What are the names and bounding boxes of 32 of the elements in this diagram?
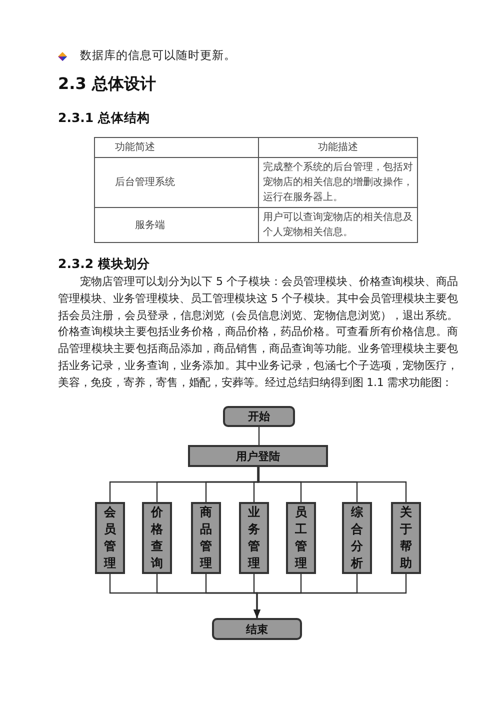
node-label: 关于帮助 (400, 504, 412, 572)
terminal-box (223, 406, 295, 427)
section-heading: 2.3 总体设计 (58, 74, 156, 95)
bullet-text: 数据库的信息可以随时更新。 (80, 48, 236, 63)
node-label: 结束 (246, 622, 268, 636)
table-cell: 后台管理系统 (94, 158, 258, 208)
node-label: 业务管理 (248, 504, 260, 572)
process-box (391, 502, 421, 574)
subsection-heading: 2.3.2 模块划分 (58, 256, 150, 273)
process-box (239, 502, 269, 574)
table-cell: 用户可以查询宠物店的相关信息及个人宠物相关信息。 (258, 208, 418, 242)
body-paragraph: 宠物店管理可以划分为以下 5 个子模块：会员管理模块、价格查询模块、商品管理模块、业务管理模块、员工管理模块这 5 个子模块。其中会员管理模块主要包括会员注册，会员登录，信息浏览（会员信息浏览、宠物信息浏览），退出系统。价格查询模块主要包括业务价格，商品价格，药品价格。可查看所有价格信息。商品管理模块主要包括商品添加，商品销售，商品查询等功能。业务管理模块主要包括业务记录，业务查询，业务添加。其中业务记录，包涵七个子选项，宠物医疗，美容，免疫，寄养，寄售，婚配，安葬等。经过总结归纳得到图 1.1 需求功能图： (58, 274, 458, 391)
process-box (342, 502, 372, 574)
subsection-heading: 2.3.1 总体结构 (58, 110, 150, 127)
table-cell: 服务端 (94, 208, 258, 242)
process-box (188, 445, 328, 467)
connector-arrow (254, 574, 407, 618)
process-box (142, 502, 172, 574)
node-label: 综合分析 (351, 504, 363, 572)
table-cell: 完成整个系统的后台管理，包括对宠物店的相关信息的增删改操作，运行在服务器上。 (258, 158, 418, 208)
node-label: 员工管理 (295, 504, 307, 572)
process-box (95, 502, 125, 574)
node-label: 开始 (248, 409, 270, 424)
node-label: 价格查询 (151, 504, 163, 572)
node-label: 用户登陆 (236, 448, 280, 464)
table-header-cell: 功能简述 (94, 138, 258, 158)
process-box (191, 502, 221, 574)
node-label: 会员管理 (104, 504, 116, 572)
terminal-box (212, 618, 302, 640)
process-box (286, 502, 316, 574)
node-label: 商品管理 (200, 504, 212, 572)
table-header-cell: 功能描述 (258, 138, 418, 158)
